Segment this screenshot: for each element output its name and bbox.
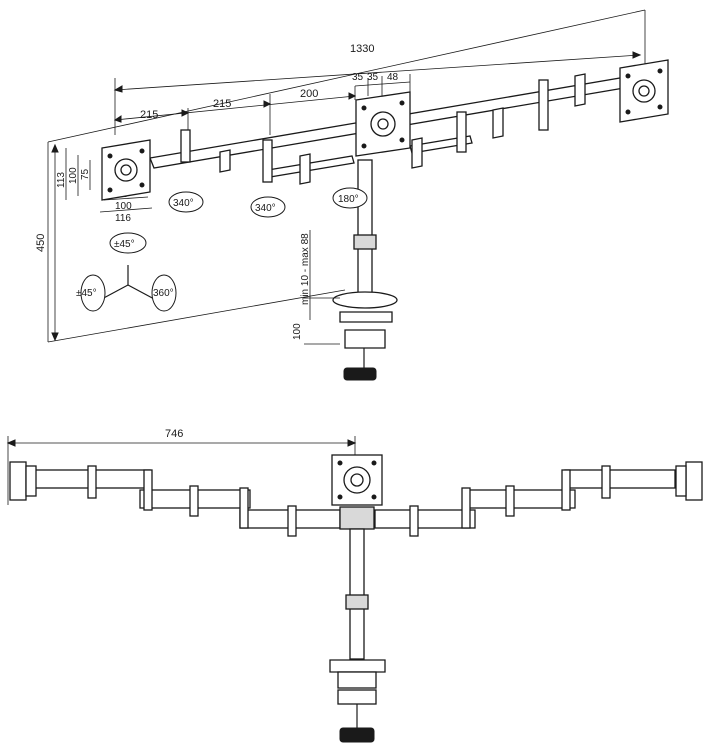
rotation-joint-2-label: 340°	[255, 203, 276, 214]
dim-total-height-label: 450	[35, 234, 47, 252]
joint-4	[538, 79, 549, 131]
dim-vesa-100-h-label: 100	[115, 201, 132, 212]
dim-segment-3-label: 200	[300, 88, 318, 100]
rotation-tilt-head-label: ±45°	[114, 239, 135, 250]
rotation-tilt-head: ±45°	[109, 232, 147, 254]
cable-clip-1	[219, 149, 231, 173]
front-arm-left-outer	[19, 469, 151, 489]
joint-1	[180, 129, 191, 163]
dimension-arm-segments: 215 215 200	[113, 86, 357, 135]
dim-head-offset-a-label: 35	[352, 72, 364, 83]
rotation-joint-2: 340°	[250, 196, 286, 218]
arm-joints	[180, 73, 586, 185]
pole-collar	[353, 234, 377, 250]
front-arm-right-outer	[564, 469, 676, 489]
dimension-clamp: min 10 - max 88 100	[292, 230, 340, 345]
cable-clip-5	[574, 73, 586, 107]
pole-and-clamp	[332, 159, 398, 381]
dim-segment-1-label: 215	[140, 109, 158, 121]
dimension-total-width: 1330	[113, 43, 642, 135]
cable-clip-3	[411, 137, 423, 169]
front-view: 746	[6, 428, 703, 743]
front-vesa-center	[331, 454, 383, 530]
dim-head-offset-b-label: 35	[367, 72, 379, 83]
rotation-joint-center-label: 180°	[338, 194, 359, 205]
rotation-joint-1: 340°	[168, 191, 204, 213]
dimension-head-offsets: 35 35 48	[352, 72, 411, 96]
vesa-plate-right	[619, 59, 669, 123]
front-clamp-top	[329, 659, 386, 673]
cable-clip-2	[299, 153, 311, 185]
axis-diagram: ±45° 360°	[76, 265, 177, 312]
rotation-joint-center: 180°	[332, 187, 368, 209]
clamp-knob[interactable]	[343, 367, 377, 381]
dim-vesa-100-v-label: 100	[68, 167, 79, 184]
front-pole-collar	[345, 594, 369, 610]
dim-vesa-116-label: 116	[115, 213, 131, 224]
dimension-total-height: 450	[35, 143, 59, 342]
front-pole-and-clamp	[329, 528, 386, 743]
joint-2	[262, 139, 273, 183]
front-clamp-knob[interactable]	[339, 727, 375, 743]
front-arm-right-mid	[464, 489, 576, 509]
lower-arm-tube-left	[267, 155, 355, 178]
dim-total-width-label: 1330	[350, 43, 374, 55]
rotation-swivel-axis-label: 360°	[153, 288, 174, 299]
pole	[357, 159, 373, 301]
reference-line-top	[47, 9, 646, 143]
dim-half-width-label: 746	[165, 428, 183, 440]
dim-head-offset-c-label: 48	[387, 72, 399, 83]
joint-3	[456, 111, 467, 153]
front-vesa-left	[9, 461, 37, 501]
front-clamp-lower	[337, 689, 377, 705]
dim-clamp-range-label: min 10 - max 88	[300, 233, 311, 305]
vesa-plate-left	[101, 139, 151, 201]
front-vesa-right	[675, 461, 703, 501]
dim-segment-2-label: 215	[213, 98, 231, 110]
cable-clip-4	[492, 107, 504, 139]
dim-vesa-113-label: 113	[56, 172, 67, 188]
front-center-hub	[339, 506, 375, 530]
clamp-top-plate	[332, 291, 398, 309]
front-pole	[349, 528, 365, 660]
front-arms-right	[374, 465, 676, 537]
rotation-tilt-axis-label: ±45°	[76, 288, 97, 299]
clamp-upper-jaw	[339, 311, 393, 323]
top-view: 1330 215 215 200 35 35 48	[35, 9, 669, 381]
clamp-lower-jaw	[344, 329, 386, 349]
rotation-joint-1-label: 340°	[173, 198, 194, 209]
vesa-plate-center	[355, 91, 411, 157]
dim-clamp-depth-label: 100	[292, 323, 303, 340]
dim-vesa-75-v-label: 75	[80, 168, 91, 180]
front-arm-right-inner	[374, 509, 476, 529]
front-arms-left	[19, 465, 341, 537]
dimension-half-width: 746	[6, 428, 357, 505]
reference-line-bottom	[47, 289, 346, 343]
